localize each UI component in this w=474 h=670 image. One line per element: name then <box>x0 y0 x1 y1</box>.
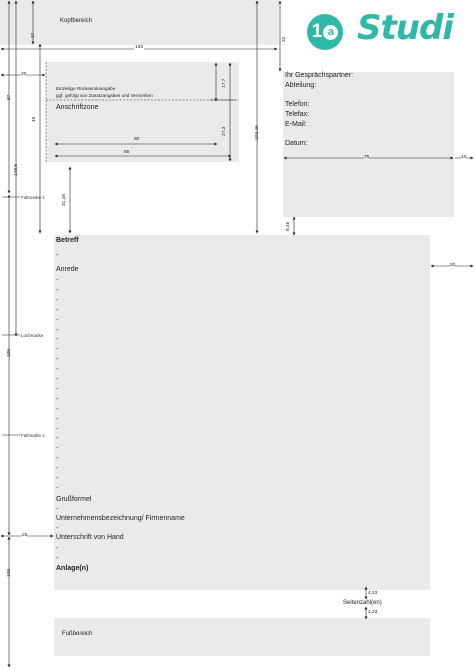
dim-25: 25 <box>22 533 28 538</box>
dash: - <box>56 306 59 314</box>
logo-text: Studi <box>357 8 454 48</box>
dash: - <box>56 395 59 403</box>
dash: - <box>56 425 59 433</box>
dash: - <box>56 326 59 334</box>
dim-17-7: 17,7 <box>222 78 227 88</box>
company-label: Unternehmensbezeichnung/ Firmenname <box>56 515 185 522</box>
signature-label: Unterschrift von Hand <box>56 534 124 541</box>
fold-mark-1-label: Faltmarke 1 <box>21 195 45 200</box>
dash: - <box>56 435 59 443</box>
dash: - <box>56 475 59 482</box>
dim-4-23-bottom: 4,23 <box>368 610 378 615</box>
subject-label: Betreff <box>56 237 79 244</box>
dash: - <box>56 277 59 284</box>
dim-10: 10 <box>461 155 467 160</box>
dim-45: 45 <box>32 116 37 122</box>
info-line-department: Abteilung: <box>285 82 317 89</box>
dash: - <box>56 316 59 324</box>
dim-80: 80 <box>134 137 140 142</box>
dim-148-5: 148,5 <box>14 163 19 176</box>
fold-mark-2-label: Faltmarke 2 <box>21 433 45 438</box>
dim-125: 125 <box>134 45 145 50</box>
dim-31-46: 31,46 <box>62 193 67 206</box>
dash: - <box>56 356 59 364</box>
address-zone-label: Anschriftzone <box>56 104 99 111</box>
dim-27-3: 27,3 <box>222 126 227 136</box>
dash: - <box>56 555 59 562</box>
info-line-date: Datum: <box>285 140 308 147</box>
footer-zone <box>54 618 430 656</box>
dash: - <box>56 465 59 473</box>
dim-85: 85 <box>124 150 130 155</box>
logo-badge-number: 1 <box>311 21 323 42</box>
dim-27: 27 <box>31 32 36 38</box>
info-line-contact: Ihr Gesprächspartner: <box>285 72 354 79</box>
dash: - <box>56 506 59 513</box>
dim-75: 75 <box>364 155 370 160</box>
dash: - <box>56 346 59 354</box>
dash: - <box>56 415 59 423</box>
dim-20-right: 20 <box>450 263 456 268</box>
dash: - <box>56 366 59 374</box>
body-zone <box>54 235 430 590</box>
dash: - <box>56 455 59 463</box>
dim-32: 32 <box>282 36 287 42</box>
dash: - <box>56 252 59 259</box>
info-line-fax: Telefax: <box>285 111 310 118</box>
dim-87: 87 <box>7 94 12 100</box>
salutation-label: Anrede <box>56 266 79 273</box>
dash: - <box>56 545 59 552</box>
dash: - <box>56 385 59 393</box>
dim-4-23-top: 4,23 <box>368 591 378 596</box>
dim-105-bottom: 105 <box>7 568 12 577</box>
page-number-label: Seitenzahl(en) <box>343 600 382 606</box>
dim-20-left: 20 <box>21 72 27 77</box>
attachments-label: Anlage(n) <box>56 565 89 572</box>
dim-103-46: 103,46 <box>255 125 260 140</box>
header-label: Kopfbereich <box>60 18 93 24</box>
dash: - <box>56 376 59 383</box>
info-line-email: E-Mail: <box>285 121 307 128</box>
info-block-zone <box>283 72 454 217</box>
header-zone <box>0 0 279 45</box>
dim-105-middle: 105 <box>7 348 12 357</box>
footer-label: Fußbereich <box>62 631 93 637</box>
dash: - <box>56 286 59 294</box>
dash: - <box>56 405 59 413</box>
dash: - <box>56 484 59 492</box>
remarks-line: ggf. gefolgt von Zusatzangaben und Verme… <box>56 93 153 98</box>
logo-badge-letter: a <box>323 24 339 40</box>
return-address-line: Einzeilige Rücksendeangabe <box>56 86 116 91</box>
closing-label: Grußformel <box>56 496 92 503</box>
dash: - <box>56 336 59 344</box>
dash: - <box>56 445 59 453</box>
dash: - <box>56 525 59 532</box>
info-line-phone: Telefon: <box>285 101 310 108</box>
dim-8-46: 8,46 <box>286 221 291 231</box>
dash: - <box>56 296 59 304</box>
punch-mark-label: Lochmarke <box>21 333 44 338</box>
